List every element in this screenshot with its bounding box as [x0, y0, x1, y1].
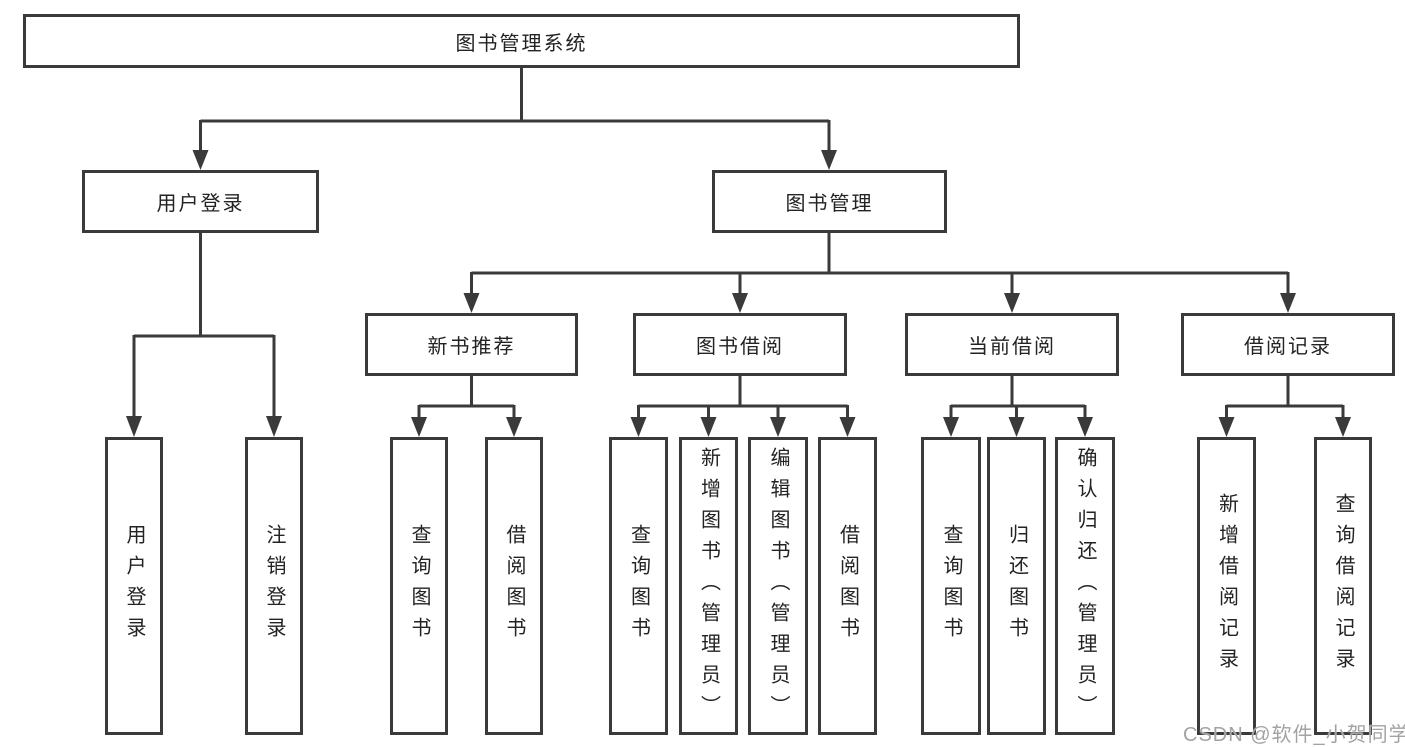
node-borrow-record-label: 借阅记录	[1244, 336, 1332, 358]
node-book-management-label: 图书管理	[785, 193, 874, 215]
leaf-user-login: 用户登录	[105, 437, 163, 735]
leaf-confirm-return: 确认归还（管理员）	[1055, 437, 1115, 735]
leaf-borrow-book-2-label: 借阅图书	[836, 524, 859, 648]
node-book-management: 图书管理	[712, 170, 947, 233]
leaf-edit-book-label: 编辑图书（管理员）	[767, 446, 789, 726]
leaf-return-book: 归还图书	[987, 437, 1046, 735]
leaf-logout-label: 注销登录	[263, 524, 285, 648]
leaf-return-book-label: 归还图书	[1005, 524, 1028, 648]
leaf-query-borrow-record: 查询借阅记录	[1314, 437, 1372, 735]
leaf-borrow-book-1-label: 借阅图书	[503, 524, 525, 648]
node-user-login-label: 用户登录	[156, 193, 245, 215]
leaf-borrow-book-2: 借阅图书	[818, 437, 877, 735]
leaf-add-book: 新增图书（管理员）	[679, 437, 738, 735]
node-root-label: 图书管理系统	[455, 32, 588, 55]
node-new-book-recommend-label: 新书推荐	[427, 336, 516, 358]
node-book-borrow: 图书借阅	[633, 313, 847, 376]
csdn-watermark: CSDN @软件_小贺同学	[1183, 724, 1405, 746]
leaf-user-login-label: 用户登录	[123, 524, 145, 648]
node-current-borrow: 当前借阅	[905, 313, 1119, 376]
leaf-add-borrow-record-label: 新增借阅记录	[1215, 493, 1238, 679]
leaf-query-book-1-label: 查询图书	[408, 524, 430, 648]
node-root: 图书管理系统	[23, 14, 1020, 68]
node-current-borrow-label: 当前借阅	[968, 336, 1056, 358]
node-user-login: 用户登录	[82, 170, 319, 233]
leaf-query-book-3: 查询图书	[921, 437, 981, 735]
node-new-book-recommend: 新书推荐	[365, 313, 578, 376]
leaf-query-book-2: 查询图书	[609, 437, 668, 735]
leaf-query-book-1: 查询图书	[390, 437, 448, 735]
leaf-add-borrow-record: 新增借阅记录	[1197, 437, 1256, 735]
leaf-query-borrow-record-label: 查询借阅记录	[1332, 493, 1354, 679]
leaf-query-book-3-label: 查询图书	[940, 524, 962, 648]
leaf-edit-book: 编辑图书（管理员）	[748, 437, 808, 735]
leaf-confirm-return-label: 确认归还（管理员）	[1074, 446, 1096, 726]
leaf-logout: 注销登录	[245, 437, 303, 735]
leaf-query-book-2-label: 查询图书	[627, 524, 650, 648]
node-borrow-record: 借阅记录	[1181, 313, 1395, 376]
node-book-borrow-label: 图书借阅	[696, 336, 784, 358]
leaf-borrow-book-1: 借阅图书	[485, 437, 543, 735]
leaf-add-book-label: 新增图书（管理员）	[697, 446, 720, 726]
